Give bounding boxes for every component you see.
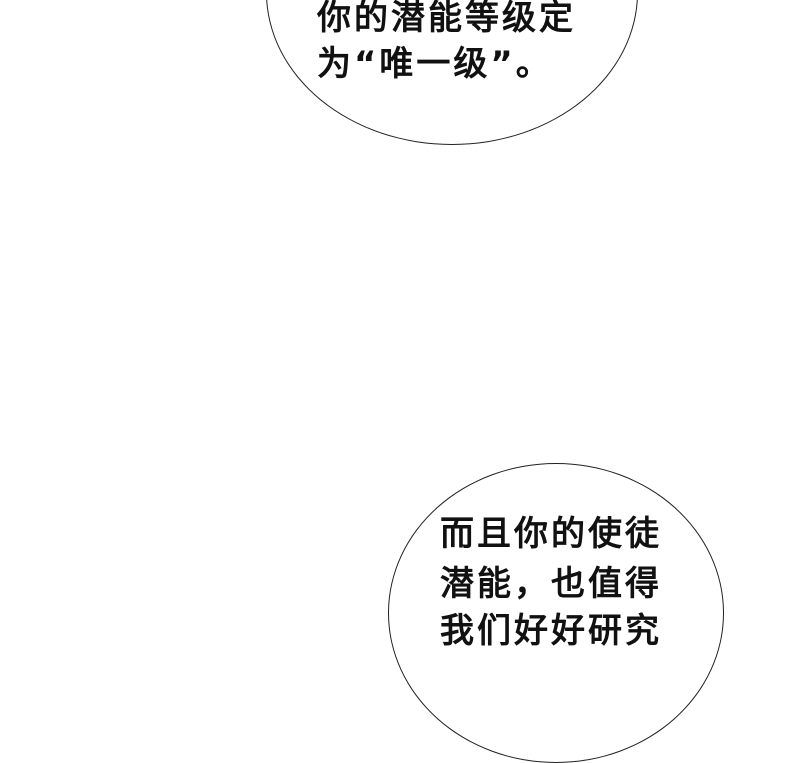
- speech-text-line: 我们好好研究: [440, 611, 662, 651]
- speech-text-line: 潜能，也值得: [440, 564, 662, 604]
- speech-text-line: 你的潜能等级定: [317, 0, 576, 38]
- speech-bubble-top: 你的潜能等级定 为“唯一级”。: [266, 0, 638, 145]
- speech-text-line: 为“唯一级”。: [317, 44, 553, 84]
- speech-text-line: 而且你的使徒: [440, 514, 662, 554]
- speech-bubble-bottom: 而且你的使徒 潜能，也值得 我们好好研究: [388, 463, 724, 763]
